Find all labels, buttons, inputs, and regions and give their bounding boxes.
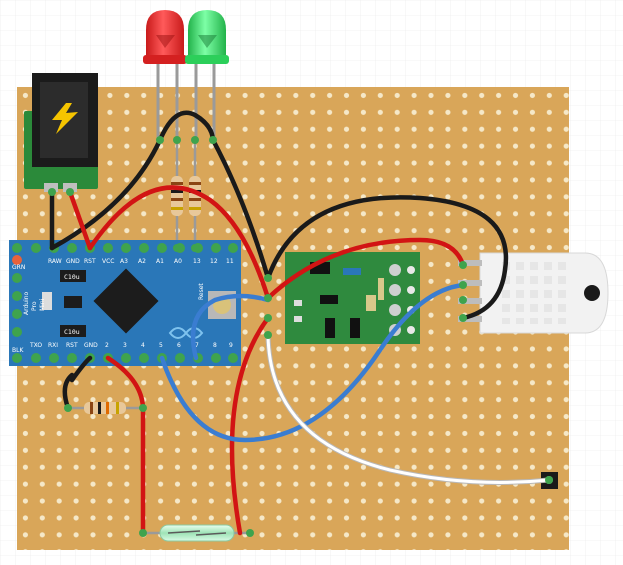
svg-text:BLK: BLK bbox=[12, 347, 24, 354]
svg-text:4: 4 bbox=[141, 342, 145, 349]
wire-black-gnd-led bbox=[49, 137, 163, 251]
wire-blue-module bbox=[190, 293, 271, 361]
svg-text:A3: A3 bbox=[120, 258, 128, 265]
svg-text:Arduino: Arduino bbox=[23, 291, 30, 315]
reed-switch[interactable] bbox=[140, 524, 252, 542]
svg-text:8: 8 bbox=[213, 342, 217, 349]
wire-black-led-bridge bbox=[157, 110, 216, 143]
svg-text:A2: A2 bbox=[138, 258, 146, 265]
svg-text:Pro: Pro bbox=[31, 301, 38, 311]
header-labels-top: GRN RAW GND RST VCC A3 A2 A1 A0 13 12 11 bbox=[12, 258, 234, 271]
wire-black-sensor bbox=[265, 195, 509, 321]
svg-text:Mini: Mini bbox=[39, 298, 46, 311]
lightning-bolt-icon bbox=[52, 103, 78, 134]
svg-text:A1: A1 bbox=[156, 258, 164, 265]
svg-text:11: 11 bbox=[226, 258, 234, 265]
svg-text:6: 6 bbox=[177, 342, 181, 349]
wire-black-led-module bbox=[210, 137, 271, 281]
arduino-pro-mini[interactable]: GRN RAW GND RST VCC A3 A2 A1 A0 13 12 11… bbox=[9, 240, 241, 366]
resistor-switch[interactable] bbox=[68, 402, 143, 414]
svg-text:RAW: RAW bbox=[48, 258, 62, 265]
svg-text:GND: GND bbox=[84, 342, 98, 349]
board-name: Arduino Pro Mini bbox=[23, 291, 46, 315]
wire-red-reed bbox=[229, 315, 271, 536]
svg-text:13: 13 bbox=[193, 258, 201, 265]
wire-white-led bbox=[266, 333, 551, 484]
svg-text:3: 3 bbox=[123, 342, 127, 349]
power-jack[interactable] bbox=[24, 73, 98, 192]
wire-red-sensor bbox=[265, 237, 466, 301]
infinity-icon bbox=[168, 327, 204, 339]
regulator-module[interactable] bbox=[285, 252, 420, 344]
reset-label: Reset bbox=[198, 283, 205, 300]
wire-red-vcc-module bbox=[87, 185, 271, 301]
svg-text:RST: RST bbox=[66, 342, 78, 349]
svg-text:RXI: RXI bbox=[48, 342, 58, 349]
svg-text:2: 2 bbox=[105, 342, 109, 349]
wire-red-jack-raw bbox=[67, 189, 93, 251]
svg-text:5: 5 bbox=[159, 342, 163, 349]
header-labels-bottom: BLK TXO RXI RST GND 2 3 4 5 6 7 8 9 bbox=[12, 342, 233, 354]
capacitor-label-bottom: C10u bbox=[64, 328, 80, 336]
svg-text:RST: RST bbox=[84, 258, 96, 265]
wire-blue-data-sensor bbox=[159, 282, 466, 443]
svg-text:7: 7 bbox=[195, 342, 199, 349]
led-green[interactable] bbox=[185, 10, 229, 138]
svg-text:VCC: VCC bbox=[102, 258, 114, 265]
svg-text:A0: A0 bbox=[174, 258, 182, 265]
svg-text:12: 12 bbox=[210, 258, 218, 265]
svg-text:9: 9 bbox=[229, 342, 233, 349]
wire-endpoints bbox=[48, 136, 553, 537]
svg-text:TXO: TXO bbox=[29, 342, 42, 349]
svg-text:GRN: GRN bbox=[12, 264, 25, 271]
svg-text:GND: GND bbox=[66, 258, 80, 265]
humidity-sensor[interactable] bbox=[458, 252, 609, 334]
led-red[interactable] bbox=[143, 10, 187, 138]
capacitor-label-top: C10u bbox=[64, 273, 80, 281]
wire-black-gnd-res bbox=[69, 355, 93, 383]
